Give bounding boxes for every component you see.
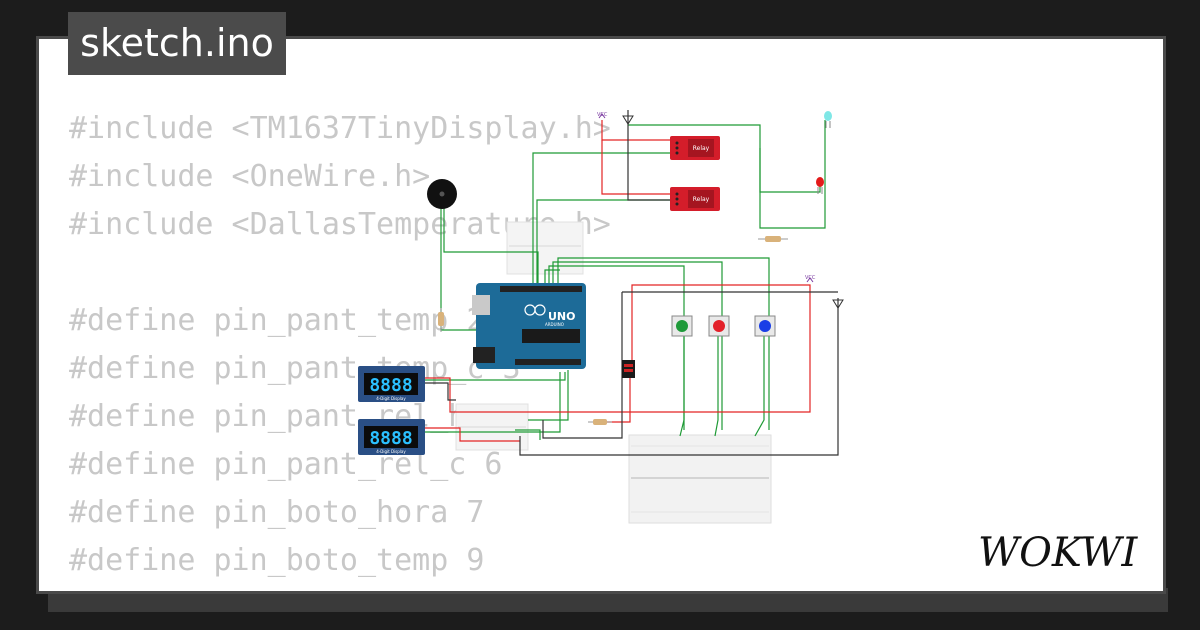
buzzer <box>427 179 457 209</box>
code-line: #include <OneWire.h> <box>69 159 431 194</box>
file-name-tab: sketch.ino <box>68 12 286 75</box>
signal-wires <box>425 120 826 440</box>
project-preview-card: #include <TM1637TinyDisplay.h> #include <… <box>36 36 1166 594</box>
four-digit-display-2: 8888 4-Digit Display <box>358 419 425 455</box>
svg-text:8888: 8888 <box>369 375 412 396</box>
svg-text:WOKWI: WOKWI <box>978 530 1138 574</box>
code-line: #define pin_boto_temp 9 <box>69 543 485 578</box>
resistor <box>758 236 788 242</box>
svg-text:ARDUINO: ARDUINO <box>545 322 564 327</box>
ground-wires <box>425 110 839 456</box>
svg-text:4-Digit Display: 4-Digit Display <box>376 449 406 454</box>
relay-module-2: Relay <box>670 187 720 211</box>
breadboard-large <box>628 434 772 524</box>
gnd-marker <box>832 299 844 309</box>
resistor <box>438 308 444 332</box>
arduino-uno-board: UNO ARDUINO <box>472 283 586 369</box>
svg-text:Relay: Relay <box>693 145 710 152</box>
code-line: #define pin_pant_temp 2 <box>69 303 485 338</box>
svg-text:4-Digit Display: 4-Digit Display <box>376 396 406 401</box>
power-wires <box>425 120 811 442</box>
svg-text:8888: 8888 <box>369 428 412 449</box>
svg-text:Relay: Relay <box>693 196 710 203</box>
svg-text:UNO: UNO <box>548 310 576 323</box>
led-red <box>816 177 824 194</box>
vcc-marker: VCC <box>597 112 608 119</box>
push-button-red <box>708 315 730 337</box>
led-cyan <box>824 111 832 128</box>
breadboard-top <box>506 221 584 275</box>
vcc-marker: VCC <box>805 275 816 283</box>
wokwi-logo: WOKWI <box>978 530 1138 574</box>
four-digit-display-1: 8888 4-Digit Display <box>358 366 425 402</box>
code-line: #include <TM1637TinyDisplay.h> <box>69 111 611 146</box>
push-button-green <box>671 315 693 337</box>
temperature-sensor <box>622 360 635 378</box>
gnd-marker <box>622 115 634 125</box>
resistor <box>588 419 612 425</box>
code-line: #define pin_boto_hora 7 <box>69 495 485 530</box>
push-button-blue <box>754 315 776 337</box>
breadboard-middle <box>455 403 529 451</box>
relay-module-1: Relay <box>670 136 720 160</box>
